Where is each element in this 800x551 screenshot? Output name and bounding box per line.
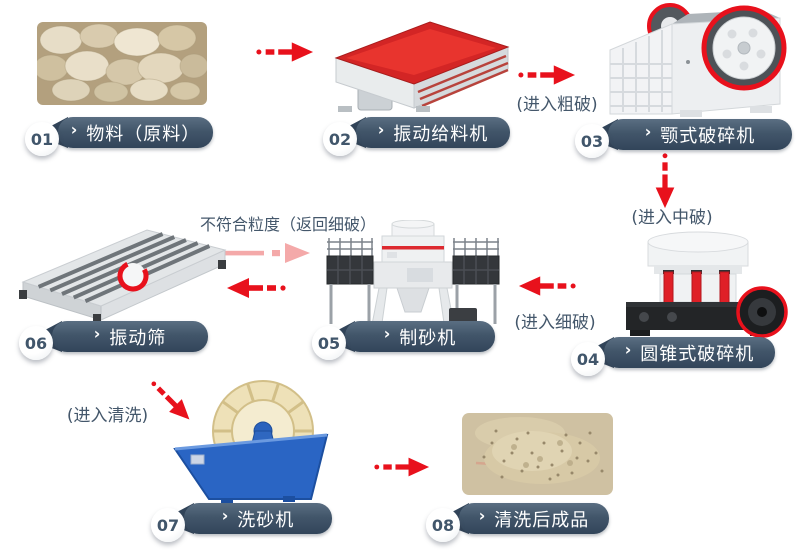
arrow-screen-return-to-sand-maker — [222, 242, 310, 264]
station-label: 制砂机 — [399, 327, 457, 349]
station-03-jaw-crusher-badge[interactable]: 03 › 颚式破碎机 — [575, 119, 792, 158]
arrow-feeder-to-jaw-crusher — [518, 64, 576, 86]
chevron-icon: › — [70, 120, 78, 139]
enter-fine-label: (进入细破) — [514, 313, 596, 333]
arrow-cone-to-sand-maker — [518, 275, 576, 297]
chevron-icon: › — [478, 506, 486, 525]
station-number: 05 — [312, 326, 346, 360]
oversize-return-label: 不符合粒度（返回细破） — [199, 215, 376, 234]
station-label: 洗砂机 — [237, 509, 295, 531]
station-label-plate: › 圆锥式破碎机 — [604, 337, 775, 368]
station-label: 物料（原料） — [86, 123, 201, 145]
station-label-plate: › 制砂机 — [345, 321, 495, 352]
enter-coarse-label: (进入粗破) — [516, 95, 598, 115]
station-number: 01 — [25, 122, 59, 156]
washed-product-photo — [462, 413, 613, 495]
vibrating-screen-illustration — [15, 216, 230, 328]
vibrating-feeder-illustration — [318, 14, 513, 114]
station-label: 颚式破碎机 — [660, 125, 756, 147]
cone-crusher-illustration — [610, 230, 793, 340]
enter-medium-label: (进入中破) — [631, 208, 713, 228]
station-06-screen-badge[interactable]: 06 › 振动筛 — [19, 321, 208, 360]
station-label: 圆锥式破碎机 — [640, 343, 755, 365]
arrow-sand-maker-to-screen — [226, 277, 286, 299]
enter-washing-label: (进入清洗) — [66, 406, 149, 426]
station-label-plate: › 振动筛 — [52, 321, 208, 352]
station-08-product-badge[interactable]: 08 › 清洗后成品 — [426, 503, 609, 542]
station-number: 07 — [151, 508, 185, 542]
station-number: 02 — [323, 122, 357, 156]
station-label-plate: › 清洗后成品 — [459, 503, 609, 534]
station-label-plate: › 振动给料机 — [356, 117, 510, 148]
jaw-crusher-illustration — [602, 2, 787, 117]
chevron-icon: › — [377, 120, 385, 139]
station-label: 清洗后成品 — [494, 509, 590, 531]
station-number: 03 — [575, 124, 609, 158]
station-04-cone-crusher-badge[interactable]: 04 › 圆锥式破碎机 — [571, 337, 775, 376]
chevron-icon: › — [624, 340, 632, 359]
arrow-material-to-feeder — [256, 41, 314, 63]
station-label-plate: › 洗砂机 — [184, 503, 332, 534]
chevron-icon: › — [221, 506, 229, 525]
arrow-washer-to-product — [374, 456, 430, 478]
station-number: 08 — [426, 508, 460, 542]
station-label: 振动筛 — [109, 327, 167, 349]
station-label-plate: › 颚式破碎机 — [608, 119, 792, 150]
sand-maker-illustration — [323, 220, 503, 332]
station-07-washer-badge[interactable]: 07 › 洗砂机 — [151, 503, 332, 542]
station-02-feeder-badge[interactable]: 02 › 振动给料机 — [323, 117, 510, 156]
station-05-sand-maker-badge[interactable]: 05 › 制砂机 — [312, 321, 495, 360]
chevron-icon: › — [383, 324, 391, 343]
station-number: 06 — [19, 326, 53, 360]
station-number: 04 — [571, 342, 605, 376]
chevron-icon: › — [93, 324, 101, 343]
station-label-plate: › 物料（原料） — [58, 117, 213, 148]
chevron-icon: › — [644, 122, 652, 141]
station-label: 振动给料机 — [393, 123, 489, 145]
arrow-jaw-to-cone-crusher — [654, 153, 676, 209]
sand-washer-illustration — [165, 378, 335, 510]
raw-material-photo — [37, 22, 207, 105]
station-01-material-badge[interactable]: 01 › 物料（原料） — [25, 117, 213, 156]
